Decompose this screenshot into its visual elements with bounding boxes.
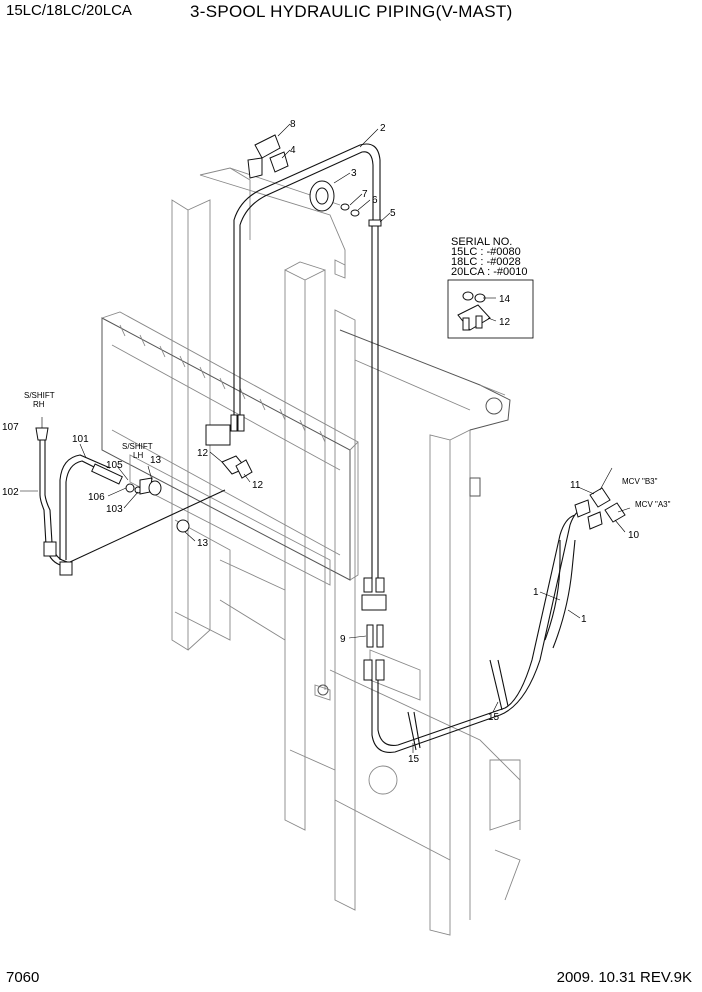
callout-10: 10 — [628, 530, 640, 541]
callout-101: 101 — [72, 434, 89, 445]
callout-2: 2 — [380, 123, 386, 134]
callouts: 8 2 4 3 7 6 5 14 12 107 101 102 105 106 … — [2, 119, 640, 765]
callout-1-b: 1 — [581, 614, 587, 625]
callout-103: 103 — [106, 504, 123, 515]
serial-box — [447, 279, 534, 339]
serial-line-3: 20LCA : -#0010 — [451, 266, 527, 278]
callout-13-bottom: 13 — [197, 538, 209, 549]
callout-13-top: 13 — [150, 455, 162, 466]
callout-9: 9 — [340, 634, 346, 645]
callout-12-left: 12 — [197, 448, 209, 459]
callout-6: 6 — [372, 195, 378, 206]
hydraulic-hoses — [39, 143, 586, 753]
callout-8: 8 — [290, 119, 296, 130]
serial-title: SERIAL NO. — [451, 236, 512, 248]
callout-106: 106 — [88, 492, 105, 503]
model-list: 15LC/18LC/20LCA — [6, 2, 132, 19]
revision-date: 2009. 10.31 REV.9K — [556, 969, 692, 986]
callout-107: 107 — [2, 422, 19, 433]
callout-12-right: 12 — [252, 480, 264, 491]
callout-7: 7 — [362, 189, 368, 200]
callout-12-box: 12 — [499, 317, 511, 328]
callout-14: 14 — [499, 294, 511, 305]
callout-3: 3 — [351, 168, 357, 179]
callout-102: 102 — [2, 487, 19, 498]
hydraulic-fittings — [35, 134, 626, 681]
callout-15-b: 15 — [408, 754, 420, 765]
callout-15-a: 15 — [488, 712, 500, 723]
callout-5: 5 — [390, 208, 396, 219]
text-labels: S/SHIFT RH S/SHIFT LH MCV "B3" MCV "A3" … — [24, 236, 671, 509]
label-sshift-rh-1: S/SHIFT — [24, 391, 55, 400]
leader-lines — [20, 123, 631, 753]
label-sshift-lh-2: LH — [133, 451, 143, 460]
label-sshift-rh-2: RH — [33, 400, 45, 409]
mast-frame — [101, 167, 521, 936]
serial-line-1: 15LC : -#0080 — [451, 246, 521, 258]
label-mcv-a3: MCV "A3" — [635, 500, 671, 509]
label-sshift-lh-1: S/SHIFT — [122, 442, 153, 451]
page-title: 3-SPOOL HYDRAULIC PIPING(V-MAST) — [190, 2, 513, 21]
callout-4: 4 — [290, 145, 296, 156]
page-number: 7060 — [6, 969, 40, 986]
serial-line-2: 18LC : -#0028 — [451, 256, 521, 268]
callout-105: 105 — [106, 460, 123, 471]
callout-1-a: 1 — [533, 587, 539, 598]
label-mcv-b3: MCV "B3" — [622, 477, 658, 486]
callout-11: 11 — [570, 480, 581, 491]
